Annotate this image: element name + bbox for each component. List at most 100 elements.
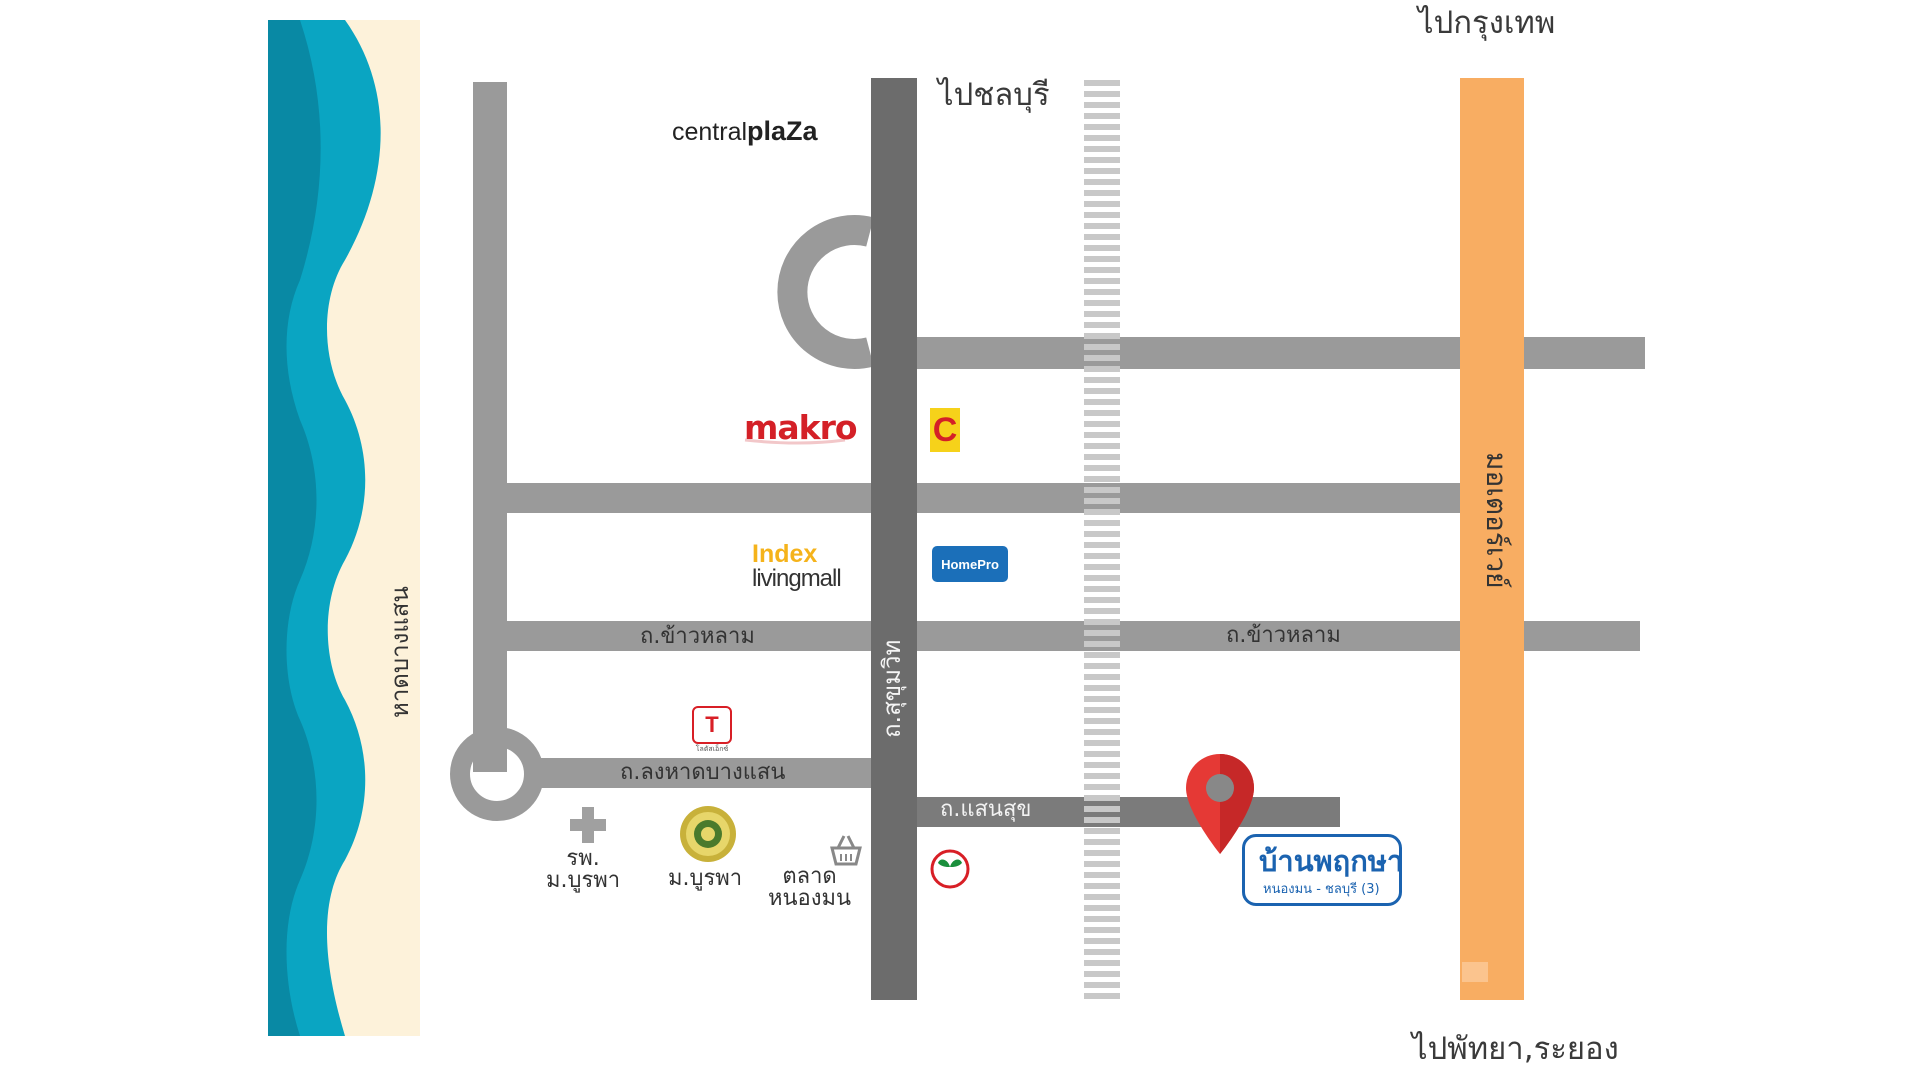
railway-tie [1084,366,1120,372]
railway-tie [1084,916,1120,922]
top-east-road [890,337,1645,369]
railway-tie [1084,256,1120,262]
hospital-line2: ม.บูรพา [546,868,621,893]
railway-tie [1084,894,1120,900]
railway-tie [1084,509,1120,515]
beach-label: หาดบางแสน [386,586,414,718]
railway-tie [1084,212,1120,218]
makro-logo: makro [744,408,858,447]
railway-tie [1084,828,1120,834]
basket-icon [830,835,862,866]
railway-tie [1084,113,1120,119]
railway-tie [1084,245,1120,251]
middle-road [505,483,1460,513]
railway-tie [1084,498,1120,504]
market-line1: ตลาด [782,864,837,889]
bigc-letter: C [932,411,958,449]
railway-tie [1084,355,1120,361]
location-pin-icon[interactable] [1186,754,1254,854]
railway-tie [1084,652,1120,658]
railway-tie [1084,432,1120,438]
loop-road [777,215,874,369]
motorway-road [1460,78,1524,1000]
railway-tie [1084,344,1120,350]
railway-tie [1084,960,1120,966]
homepro-logo: HomePro [932,546,1008,582]
bigc-logo: C [930,408,960,452]
railway-tie [1084,861,1120,867]
railway-tie [1084,795,1120,801]
hospital-label: รพ. ม.บูรพา [546,848,620,892]
railway-tie [1084,729,1120,735]
railway-tie [1084,146,1120,152]
university-seal-icon [680,806,736,862]
long-hat-label: ถ.ลงหาดบางแสน [620,760,786,785]
railway-tie [1084,718,1120,724]
khao-lam-west-label: ถ.ข้าวหลาม [640,624,755,649]
railway-tie [1084,685,1120,691]
long-hat-road [534,758,871,788]
railway-tie [1084,80,1120,86]
tesco-sub: โลตัสเอ็กซ์ [695,745,729,753]
to-chonburi-label: ไปชลบุรี [938,77,1050,113]
market-line2: หนองมน [768,886,852,911]
railway-tie [1084,982,1120,988]
railway-tie [1084,421,1120,427]
railway-tie [1084,311,1120,317]
hospital-line1: รพ. [566,846,600,871]
tesco-logo: T โลตัสเอ็กซ์ [692,706,732,755]
railway-tie [1084,784,1120,790]
project-subtitle: หนองมน - ชลบุรี (3) [1263,882,1380,897]
railway-tie [1084,740,1120,746]
project-badge[interactable]: บ้านพฤกษา หนองมน - ชลบุรี (3) [1242,834,1403,906]
railway-tie [1084,806,1120,812]
railway-tie [1084,619,1120,625]
central-prefix: central [672,118,748,146]
railway-tie [1084,993,1120,999]
makro-underline [744,438,846,445]
railway-tie [1084,773,1120,779]
railway-tie [1084,608,1120,614]
railway-tie [1084,322,1120,328]
railway-tie [1084,234,1120,240]
to-pattaya-label: ไปพัทยา,ระยอง [1412,1031,1619,1067]
railway-tie [1084,971,1120,977]
railway-tie [1084,487,1120,493]
railway-tie [1084,938,1120,944]
railway-tie [1084,135,1120,141]
railway-tie [1084,443,1120,449]
railway-tie [1084,377,1120,383]
railway-tie [1084,542,1120,548]
index-livingmall-logo: Index livingmall [752,540,842,591]
railway-tie [1084,476,1120,482]
railway-tie [1084,289,1120,295]
motorway-label: มอเตอร์เวย์ [1480,452,1513,589]
railway-tie [1084,817,1120,823]
railway-tie [1084,168,1120,174]
railway-tie [1084,564,1120,570]
market-label: ตลาด หนองมน [768,866,851,910]
railway-tie [1084,575,1120,581]
railway-tie [1084,190,1120,196]
railway-tie [1084,102,1120,108]
railway-tie [1084,399,1120,405]
khao-lam-east-label: ถ.ข้าวหลาม [1226,623,1341,648]
railway-tie [1084,278,1120,284]
sea-dark [268,20,321,1036]
kbank-leaf-icon [930,849,970,889]
railway-tie [1084,91,1120,97]
tesco-letter: T [705,712,719,737]
railway-tie [1084,630,1120,636]
motorway-end-mark [1462,962,1488,982]
railway-tie [1084,641,1120,647]
railway-tie [1084,850,1120,856]
railway-tie [1084,388,1120,394]
railway-tie [1084,300,1120,306]
cross-icon [570,807,606,843]
railway-tie [1084,707,1120,713]
railway-tie [1084,751,1120,757]
railway-tie [1084,872,1120,878]
khao-lam-road [505,621,1640,651]
index-line1: Index [752,540,818,568]
